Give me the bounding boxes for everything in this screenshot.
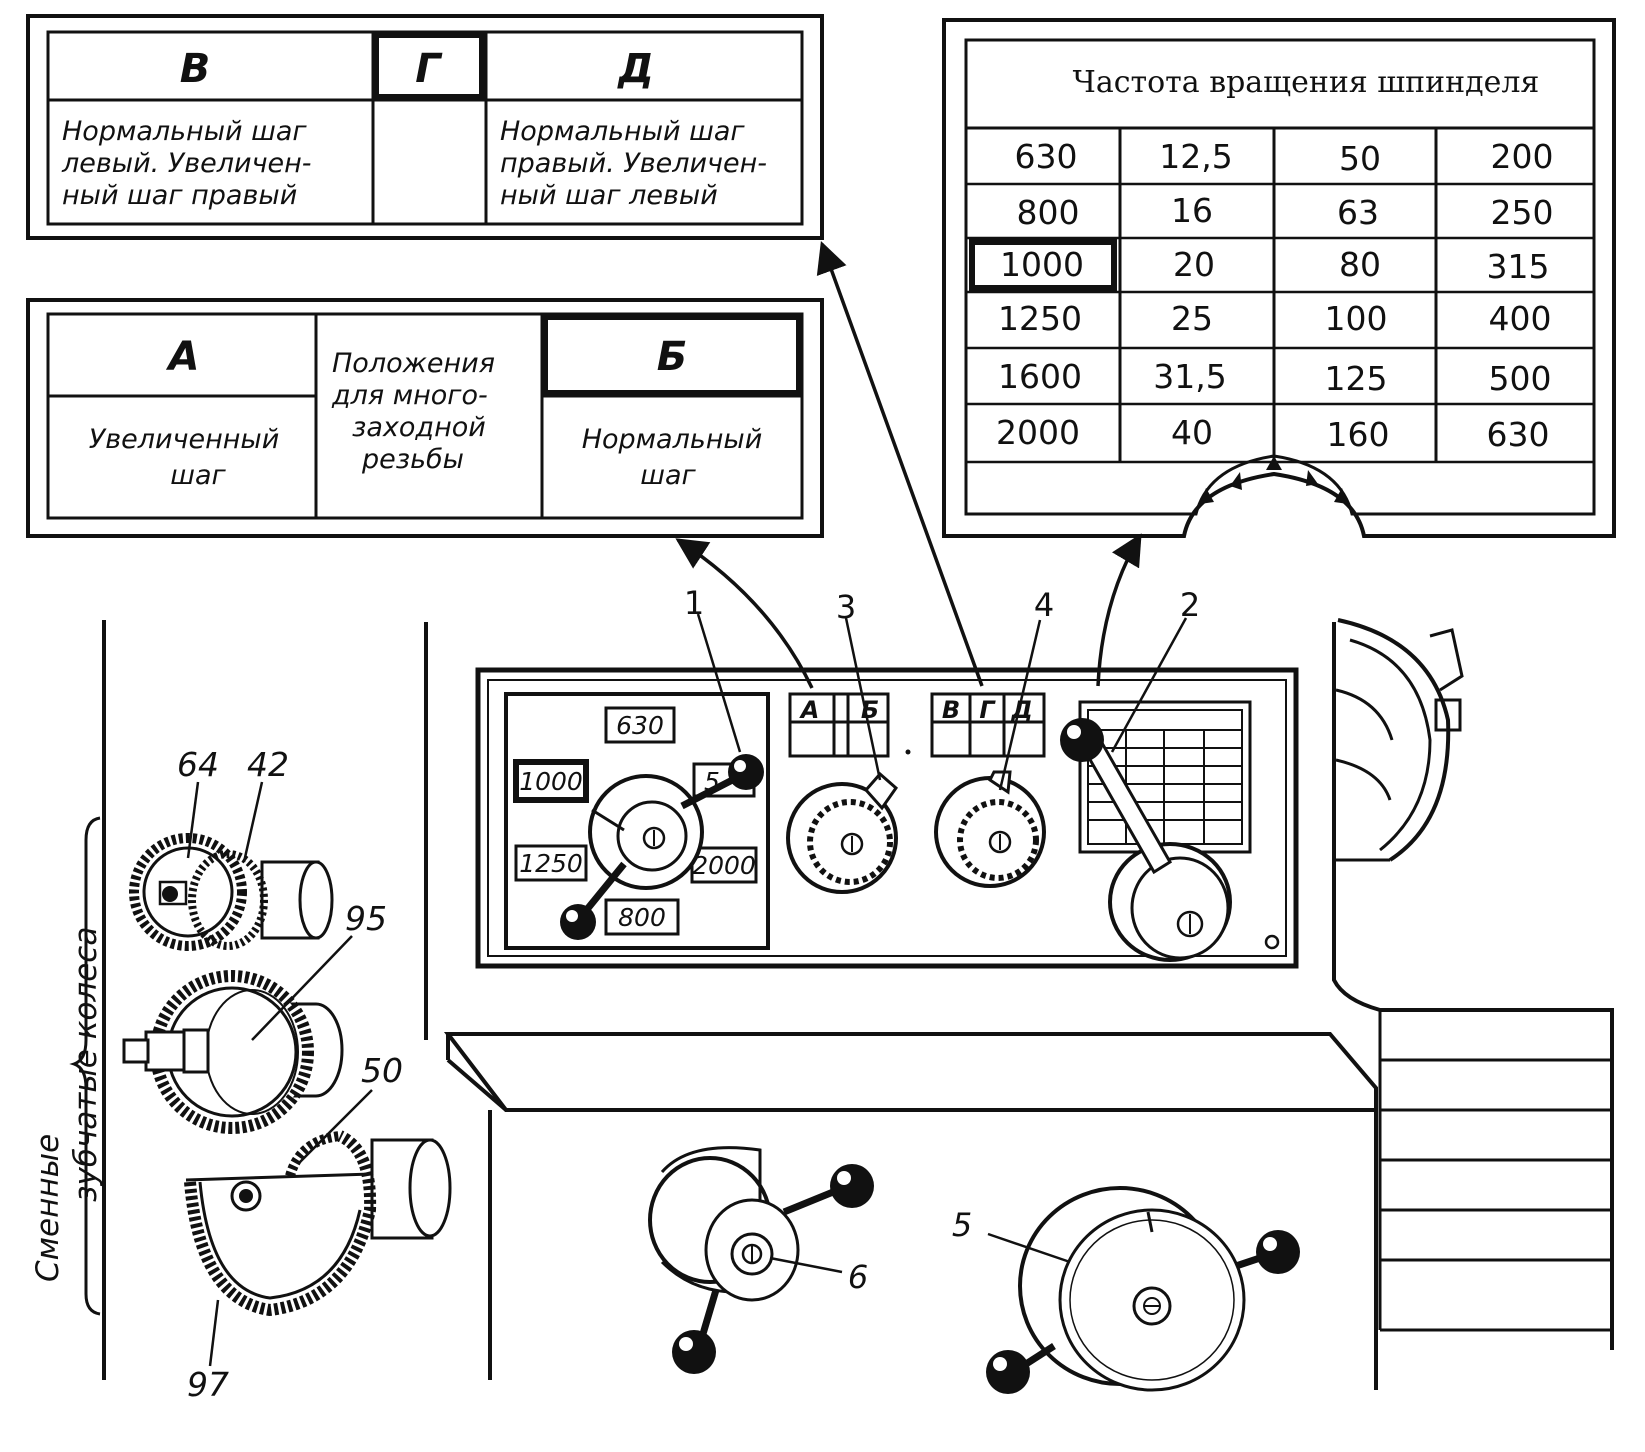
pointer-arrows: [675, 241, 1142, 689]
callout-6: 6: [848, 1258, 868, 1296]
plate-letter-v: В: [942, 696, 960, 724]
speed-cell: 125: [1325, 359, 1388, 398]
feed-handwheel-6[interactable]: [648, 1146, 874, 1374]
cell-mid-line-2: для много-: [331, 380, 488, 411]
control-panel: 630 1000 1250 2000 800 5 А Б: [475, 667, 1299, 969]
cell-d-line-2: правый. Увеличен-: [500, 148, 767, 179]
gear-label-64: 64: [177, 745, 219, 784]
cell-b-line-2: шаг: [640, 460, 696, 491]
cell-v-line-2: левый. Увеличен-: [61, 148, 312, 179]
speed-cell: 1600: [998, 357, 1082, 396]
speed-cell: 315: [1487, 247, 1550, 286]
table-ab: А Б Увеличенный шаг Положения для много-…: [26, 298, 824, 538]
cell-b-line-1: Нормальный: [582, 424, 763, 455]
speed-cell: 630: [1015, 137, 1078, 176]
speed-cell: 63: [1337, 193, 1379, 232]
callout-leaders: [696, 613, 1188, 1274]
spindle-speed-table: Частота вращения шпинделя 630 12,5 50 20…: [942, 18, 1616, 538]
gear-leader-lines: [186, 781, 373, 1367]
gear-label-42: 42: [247, 745, 289, 784]
speed-cell: 800: [1017, 193, 1080, 232]
speed-cell: 16: [1171, 191, 1213, 230]
gear-label-50: 50: [361, 1051, 403, 1090]
callout-2: 2: [1180, 586, 1200, 624]
gear-label-97: 97: [187, 1365, 229, 1404]
speed-table-title: Частота вращения шпинделя: [1073, 65, 1540, 100]
plate-letter-a: А: [799, 696, 820, 724]
callout-1: 1: [684, 584, 704, 622]
cell-mid-line-4: резьбы: [361, 444, 464, 475]
callout-3: 3: [836, 588, 856, 626]
speed-cell-highlighted: 1000: [1000, 245, 1084, 284]
speed-cell: 31,5: [1153, 357, 1226, 396]
speed-cell: 80: [1339, 245, 1381, 284]
gears-caption: Сменные зубчатые колеса: [30, 927, 104, 1282]
callout-5: 5: [952, 1206, 972, 1244]
cell-mid-line-1: Положения: [332, 348, 495, 379]
cell-d-line-3: ный шаг левый: [500, 180, 718, 211]
dial-label-1000: 1000: [519, 767, 583, 796]
thread-selector-knob-4[interactable]: [934, 770, 1046, 888]
dial-label-1250: 1250: [519, 849, 583, 878]
table-vgd: В Г Д Нормальный шаг левый. Увеличен- ны…: [26, 14, 824, 240]
lathe-body: [102, 618, 1614, 1390]
speed-cell: 1250: [998, 299, 1082, 338]
speed-cell: 160: [1327, 415, 1390, 454]
pitch-selector-knob-3[interactable]: [786, 771, 899, 894]
gears-caption-line-2: зубчатые колеса: [68, 927, 104, 1202]
speed-cell: 50: [1339, 139, 1381, 178]
speed-cell: 630: [1487, 415, 1550, 454]
header-b: Б: [657, 334, 688, 380]
speed-cell: 2000: [996, 413, 1080, 452]
speed-cell: 20: [1173, 245, 1215, 284]
header-d: Д: [616, 46, 654, 92]
speed-cell: 500: [1489, 359, 1552, 398]
speed-cell: 40: [1171, 413, 1213, 452]
cell-mid-line-3: заходной: [352, 412, 486, 443]
dial-label-2000: 2000: [692, 851, 756, 880]
gear-label-95: 95: [345, 899, 387, 938]
cell-v-line-3: ный шаг правый: [62, 180, 297, 211]
change-gears: [69, 816, 452, 1317]
main-spindle-lever-2[interactable]: [1060, 718, 1232, 962]
dial-label-800: 800: [618, 903, 666, 932]
cell-d-line-1: Нормальный шаг: [500, 116, 745, 147]
header-a: А: [166, 334, 200, 380]
callout-4: 4: [1034, 586, 1054, 624]
speed-selector-knob[interactable]: [560, 754, 764, 940]
speed-cell: 12,5: [1159, 137, 1232, 176]
speed-cell: 400: [1489, 299, 1552, 338]
cell-a-line-2: шаг: [170, 460, 226, 491]
plate-letter-b: Б: [861, 696, 879, 724]
plate-letter-g: Г: [979, 696, 996, 724]
speed-cell: 100: [1325, 299, 1388, 338]
apron-handwheel-5[interactable]: [986, 1186, 1300, 1394]
speed-cell: 250: [1491, 193, 1554, 232]
cell-a-line-1: Увеличенный: [89, 424, 280, 455]
speed-cell: 200: [1491, 137, 1554, 176]
dial-label-630: 630: [616, 711, 664, 740]
cell-v-line-1: Нормальный шаг: [62, 116, 307, 147]
header-g: Г: [415, 46, 443, 92]
gears-caption-line-1: Сменные: [30, 1134, 66, 1282]
speed-cell: 25: [1171, 299, 1213, 338]
header-v: В: [180, 46, 211, 92]
